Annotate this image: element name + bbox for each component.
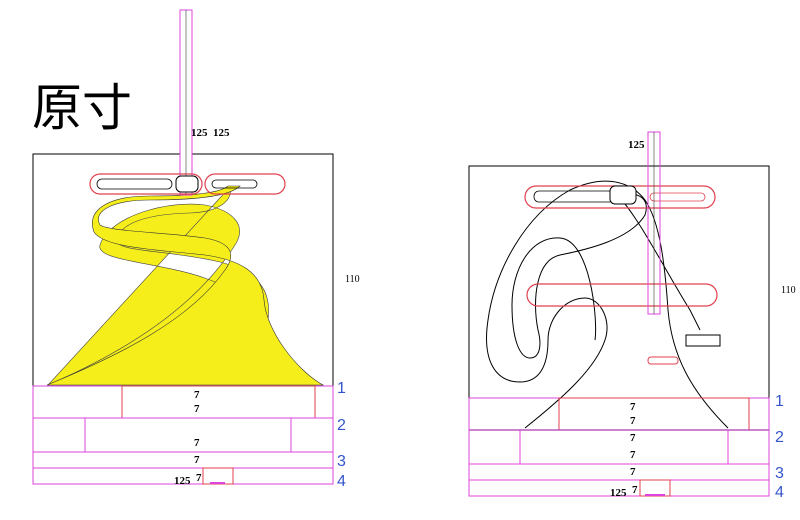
left-layer-tag-4: 4 (337, 473, 346, 490)
right-layer-number-3: 7 (630, 432, 636, 444)
page-title: 原寸 (32, 79, 132, 137)
right-slot-2 (526, 283, 718, 307)
left-diagram: 125 125 110 7 7 7 7 125 7 1 2 3 4 (32, 9, 360, 490)
right-layer-4 (468, 479, 770, 497)
right-arm-block (685, 334, 721, 347)
left-layer-number-3: 7 (194, 437, 200, 449)
left-top-label-2: 125 (213, 127, 230, 139)
right-layer-tag-3: 3 (775, 465, 784, 482)
right-rod-bushing (609, 185, 637, 205)
left-slot-2 (204, 173, 286, 195)
left-layer-4 (32, 467, 334, 485)
left-bottom-label: 125 (174, 475, 191, 487)
left-layer-number-4: 7 (194, 454, 200, 466)
right-side-label: 110 (781, 285, 796, 296)
right-layer-tag-1: 1 (775, 393, 784, 410)
left-top-label-1: 125 (191, 127, 208, 139)
right-top-label: 125 (628, 139, 645, 151)
left-layer-tag-2: 2 (337, 417, 346, 434)
left-yellow-body (46, 185, 325, 386)
left-bottom-number: 7 (196, 472, 202, 484)
right-layer-2 (468, 429, 770, 465)
right-layer-tag-2: 2 (775, 429, 784, 446)
right-layer-1 (468, 397, 770, 431)
right-layer-number-2: 7 (630, 415, 636, 427)
right-bottom-label: 125 (610, 487, 627, 499)
left-layer-tag-3: 3 (337, 453, 346, 470)
right-layer-number-5: 7 (630, 466, 636, 478)
right-layer-number-1: 7 (630, 401, 636, 413)
left-layer-number-2: 7 (194, 403, 200, 415)
left-side-label: 110 (345, 274, 360, 285)
left-rod-bushing (175, 175, 199, 193)
right-bottom-number: 7 (632, 484, 638, 496)
right-base-layers (468, 397, 770, 497)
left-layer-3 (32, 451, 334, 469)
left-layer-number-1: 7 (194, 389, 200, 401)
right-small-slot (647, 356, 679, 365)
left-layer-2 (32, 417, 334, 453)
right-inner-loop (511, 193, 647, 359)
left-layer-tag-1: 1 (337, 380, 346, 397)
right-outline-shape (486, 180, 729, 429)
right-layer-number-4: 7 (630, 449, 636, 461)
right-layer-3 (468, 463, 770, 481)
right-diagram: 125 110 7 7 7 7 7 125 7 1 2 3 4 (468, 131, 796, 501)
left-base-layers (32, 385, 334, 485)
left-slot-1 (89, 173, 203, 195)
right-layer-tag-4: 4 (775, 484, 784, 501)
left-layer-1 (32, 385, 334, 419)
